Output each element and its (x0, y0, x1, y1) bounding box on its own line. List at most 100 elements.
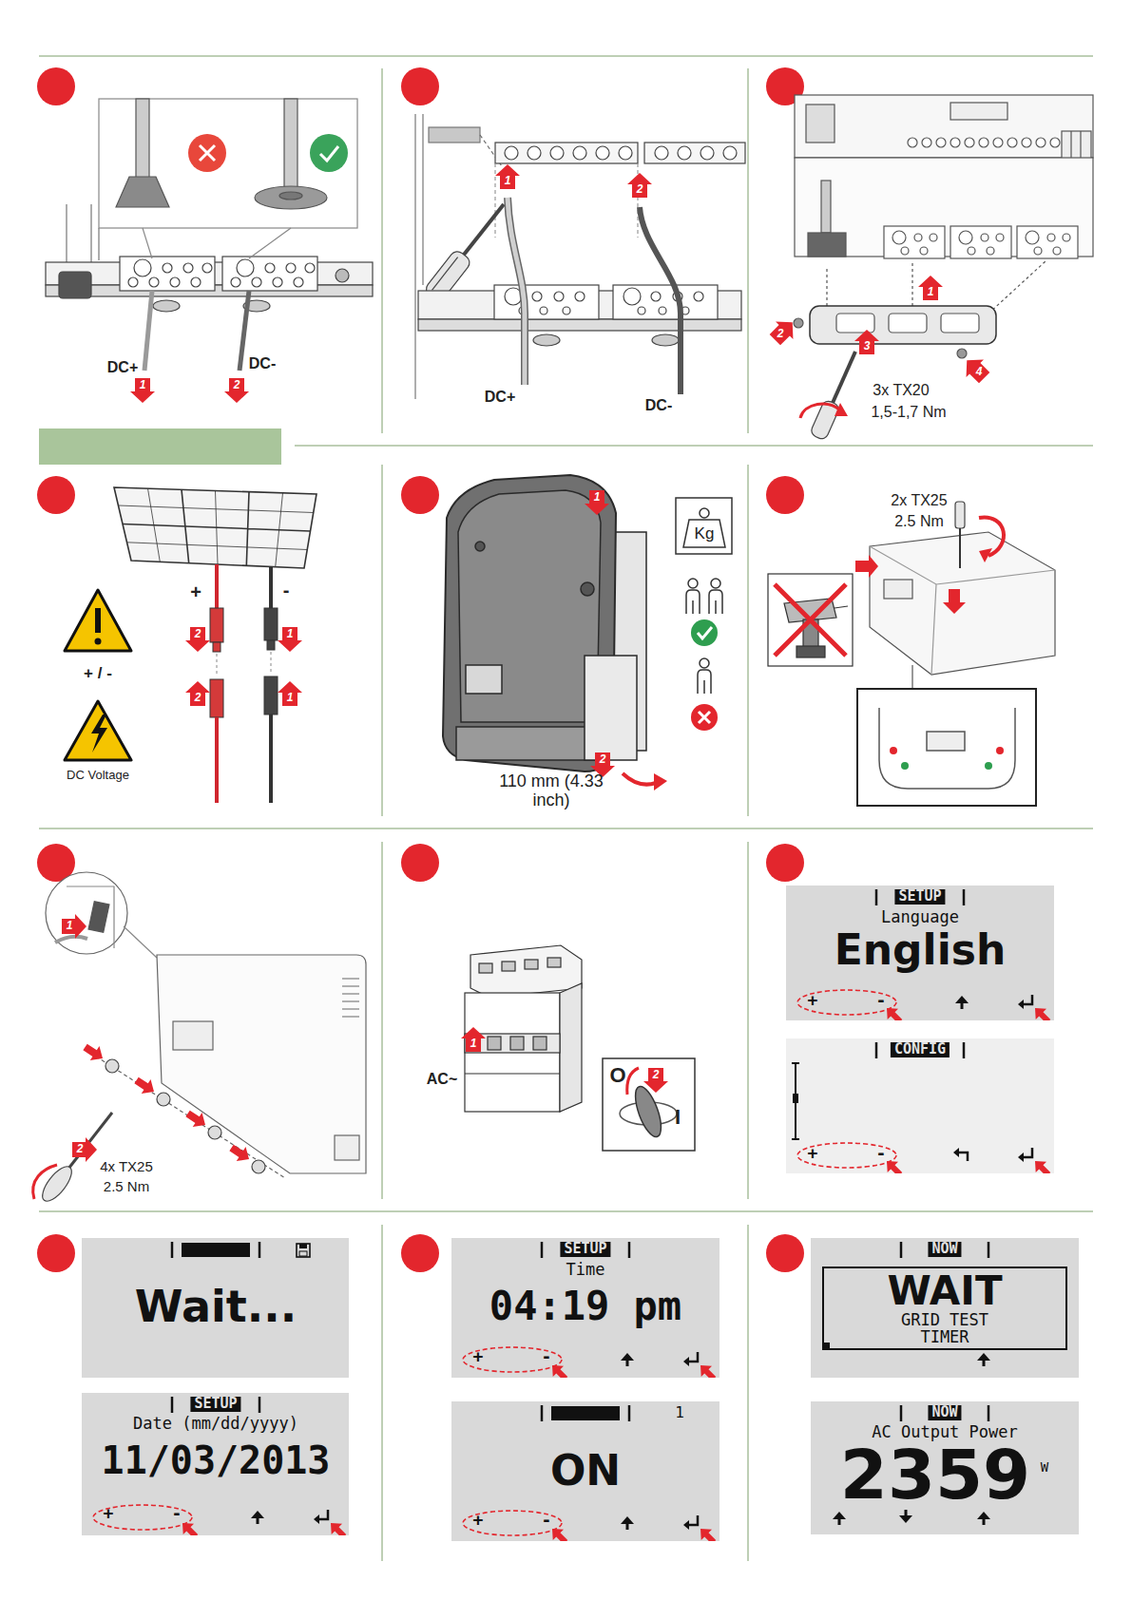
screw (227, 1140, 254, 1167)
callout-number: 2 (194, 691, 202, 705)
frame-line (747, 842, 749, 1200)
no-drill-icon (767, 574, 853, 667)
part-label: 3x TX20 (872, 382, 929, 400)
terminal-figure (414, 114, 416, 400)
screen-graphics (875, 1042, 879, 1059)
softkey-arrow (620, 1353, 634, 1367)
weight-icon (675, 498, 732, 555)
inset-view (66, 886, 115, 949)
circuit-breaker (464, 1034, 560, 1054)
cover-plate-figure (959, 230, 973, 245)
cable-gland-figure (222, 256, 318, 291)
callout-number: 1 (139, 379, 147, 392)
terminal-figure (550, 146, 564, 160)
cover-plate-figure (929, 233, 938, 242)
cover-plate-figure (920, 247, 928, 255)
terminal-figure (623, 287, 641, 306)
screen-text: SETUP (190, 1397, 241, 1413)
weight-icon (675, 498, 732, 555)
mc4-connector (214, 564, 219, 609)
screen-text: NOW (927, 1242, 961, 1258)
lcd-screen: SETUPDate (mm/dd/yyyy)11/03/2013+- (81, 1393, 349, 1536)
inset-view (55, 937, 88, 943)
step-marker (401, 67, 440, 106)
softkey-arrow (899, 1510, 913, 1524)
circuit-breaker (510, 1036, 524, 1051)
cable-gland-figure (191, 277, 201, 288)
inset-view (142, 228, 153, 259)
callout-number: 2 (76, 1143, 84, 1156)
no-drill-icon (834, 606, 848, 609)
screen-graphics (171, 1397, 174, 1414)
softkey-arrow (832, 1512, 846, 1526)
cable-gland-figure (251, 277, 262, 288)
part-label: 4x TX25 (99, 1159, 154, 1176)
terminal-figure (637, 306, 646, 315)
terminal-figure (644, 142, 746, 164)
screen-graphics (792, 1093, 799, 1104)
screen-text: Language (881, 909, 960, 927)
press-pointer (694, 1523, 719, 1542)
press-pointer (176, 1517, 201, 1536)
callout-number: 1 (504, 174, 512, 188)
circuit-breaker (479, 963, 493, 974)
weight-icon (683, 519, 726, 548)
message-box: WAITGRID TEST TIMER (822, 1266, 1068, 1351)
inset-view (88, 901, 110, 934)
screw (80, 1039, 108, 1066)
softkey-arrow (250, 1511, 265, 1525)
inverter-figure (869, 532, 1056, 675)
screen-text: Time (566, 1262, 606, 1280)
lcd-screen: SETUPTime04:19 pm+- (451, 1238, 720, 1379)
press-pointer (1029, 1002, 1054, 1021)
cover-plate-figure (1062, 233, 1071, 242)
cover-plate-figure (978, 137, 989, 148)
press-pointer (1029, 1155, 1054, 1174)
screen-graphics (299, 1244, 307, 1249)
inverter-figure (883, 579, 913, 599)
circuit-breaker (464, 1073, 560, 1075)
screen-graphics (791, 1063, 800, 1140)
part-label: 2x TX25 (890, 492, 947, 510)
terminal-figure (658, 306, 667, 315)
inset-view (320, 146, 339, 161)
callout-number: 2 (636, 183, 644, 196)
softkey-enter (953, 1148, 960, 1158)
lcd-screen: 1ON+- (451, 1401, 720, 1542)
inverter-figure (855, 555, 879, 578)
softkey-enter (689, 1352, 698, 1363)
callout-arrow (643, 1068, 669, 1094)
cover-plate-figure (892, 230, 906, 245)
inverter-figure (978, 548, 993, 563)
mc4-connector (268, 567, 273, 609)
callout-arrow (277, 627, 303, 653)
cable-gland-figure (265, 263, 275, 273)
cover-plate-figure (940, 313, 979, 333)
circuit-breaker (487, 1036, 501, 1051)
softkey-enter (689, 1515, 698, 1526)
screen-graphics (258, 1242, 262, 1259)
softkey-enter (953, 1148, 968, 1162)
softkey-enter (319, 1510, 328, 1520)
callout-arrow (61, 914, 87, 940)
dc-cable (144, 290, 153, 371)
inset-view (279, 191, 303, 200)
screen-graphics (987, 1405, 991, 1422)
terminal-figure (463, 204, 504, 255)
step-marker (766, 844, 805, 883)
inverter-figure (978, 518, 1004, 557)
frame-line (381, 1225, 384, 1562)
screen-graphics (81, 1238, 349, 1379)
cover-plate-figure (980, 233, 989, 242)
cover-plate-figure (836, 313, 875, 333)
softkey-enter (313, 1515, 320, 1525)
lcd-screen: CONFIG+- (786, 1038, 1055, 1174)
step-marker (401, 1234, 440, 1273)
warning-sign (95, 608, 101, 634)
cable-gland-figure (335, 268, 349, 283)
callout-number: 2 (233, 379, 241, 392)
solar-module (114, 487, 317, 569)
person-icon (710, 578, 721, 589)
dc-cable (507, 197, 681, 395)
screen-graphics (451, 1238, 720, 1379)
